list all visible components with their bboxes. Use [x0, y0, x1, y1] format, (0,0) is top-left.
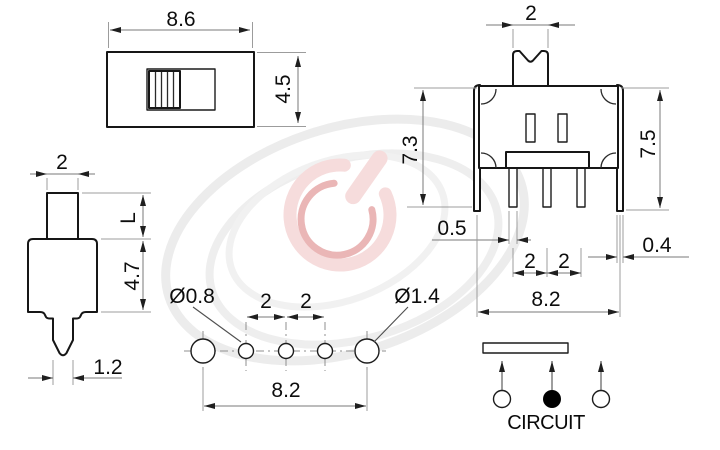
side-view: 2 L 4.7 1.2	[27, 151, 151, 385]
pcb-hole-large-right	[354, 338, 380, 364]
front-slot-right	[557, 113, 568, 143]
front-slot-left	[525, 113, 536, 143]
power-bar-icon	[345, 150, 388, 205]
dim-pcb-span: 8.2	[271, 379, 300, 402]
dim-pcb-pitch-b: 2	[300, 290, 312, 313]
circuit-label: CIRCUIT	[507, 412, 585, 434]
pcb-layout: 2 2 Ø0.8 Ø1.4 8.2	[169, 285, 440, 411]
dim-side-knob-height: L	[117, 212, 140, 224]
circuit-common-bar	[482, 342, 569, 354]
pcb-hole-small-1	[237, 342, 255, 360]
circuit-diagram: CIRCUIT	[482, 342, 611, 434]
dim-pcb-pitch-a: 2	[260, 290, 272, 313]
circuit-contact-closed	[543, 390, 561, 408]
dim-front-height-left: 7.3	[399, 135, 422, 164]
front-view-knob	[512, 50, 549, 87]
callout-small-hole-dia: Ø0.8	[169, 285, 215, 308]
dim-front-bracket-thickness: 0.4	[642, 234, 672, 257]
circuit-contact-open-left	[492, 389, 512, 409]
dim-side-terminal-width: 1.2	[93, 356, 122, 379]
front-cover-corner-arcs	[480, 88, 617, 169]
pcb-hole-small-3	[316, 342, 334, 360]
top-view-slider-knob	[148, 70, 181, 109]
side-view-knob	[46, 192, 79, 240]
dim-front-height-right: 7.5	[637, 129, 660, 158]
watermark-power-logo	[161, 114, 529, 366]
callout-large-hole-dia: Ø1.4	[394, 285, 440, 308]
front-pin-3	[576, 167, 586, 208]
power-ring-red-icon	[297, 179, 377, 259]
watermark-power-symbol	[283, 150, 397, 272]
dim-front-pitch-b: 2	[558, 250, 570, 273]
front-base-plate	[505, 151, 590, 169]
dim-top-height: 4.5	[272, 74, 295, 103]
dim-side-body-height: 4.7	[121, 261, 144, 290]
front-pin-2	[542, 167, 552, 208]
dim-front-overall-width: 8.2	[531, 288, 560, 311]
pcb-hole-small-2	[277, 342, 295, 360]
top-view: 8.6 4.5	[106, 8, 306, 128]
circuit-contact-open-right	[591, 389, 611, 409]
watermark-outer-ellipse	[161, 114, 529, 366]
pcb-hole-large-left	[190, 338, 216, 364]
dim-front-knob-width: 2	[525, 2, 537, 25]
power-ring-icon	[283, 158, 397, 272]
dim-side-knob-width: 2	[56, 151, 68, 174]
dim-front-pitch-a: 2	[524, 250, 536, 273]
slider-stripes	[154, 72, 175, 107]
front-view: 2 7.3 7.5 0.5 2 2 0.4	[399, 2, 689, 317]
side-view-body	[27, 238, 98, 357]
dim-front-terminal-width: 0.5	[437, 217, 466, 240]
front-pin-1	[508, 167, 518, 208]
dim-top-width: 8.6	[166, 8, 195, 31]
watermark-inner-ellipse	[225, 151, 449, 311]
